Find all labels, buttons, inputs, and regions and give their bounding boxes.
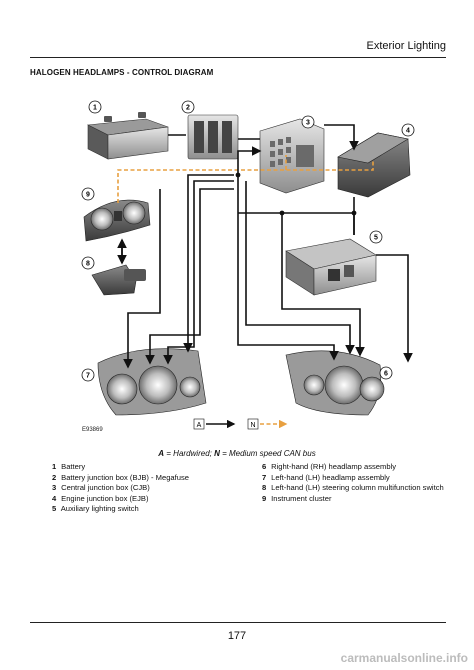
callout-7: 7 [81, 368, 95, 382]
callout-3: 3 [301, 115, 315, 129]
svg-text:7: 7 [86, 373, 90, 380]
callout-2: 2 [181, 100, 195, 114]
callout-9: 9 [81, 187, 95, 201]
can-bus-network [117, 155, 374, 203]
svg-text:N: N [250, 422, 255, 429]
legend-item: 4 Engine junction box (EJB) [52, 493, 149, 503]
legend-item: 3 Central junction box (CJB) [52, 483, 150, 492]
watermark: carmanualsonline.info [340, 651, 468, 665]
legend-right: 6 Right-hand (RH) headlamp assembly 7 Le… [262, 462, 444, 504]
legend-item: 7 Left-hand (LH) headlamp assembly [262, 472, 390, 482]
page-number: 177 [227, 630, 247, 642]
central-junction-box [259, 118, 325, 194]
instrument-cluster [83, 199, 151, 242]
legend-item: 9 Instrument cluster [262, 493, 332, 503]
callouts: 1 2 3 4 5 6 7 8 9 [81, 100, 415, 382]
control-diagram: 1 2 3 4 5 6 7 8 9 E93869 A N [81, 100, 415, 433]
svg-text:9: 9 [86, 192, 90, 199]
junction-dots [235, 172, 357, 216]
legend-item: 8 Left-hand (LH) steering column multifu… [262, 483, 444, 492]
caption-a-letter: A [158, 449, 165, 458]
legend-left: 1 Battery 2 Battery junction box (BJB) -… [52, 462, 189, 515]
page-title: HALOGEN HEADLAMPS - CONTROL DIAGRAM [30, 68, 214, 77]
battery-junction-box [187, 114, 239, 160]
rh-headlamp [285, 350, 385, 416]
auxiliary-lighting-switch [285, 238, 377, 296]
legend-item: 1 Battery [52, 462, 86, 471]
callout-5: 5 [369, 230, 383, 244]
legend-item: 5 Auxiliary lighting switch [52, 504, 139, 513]
callout-4: 4 [401, 123, 415, 137]
callout-6: 6 [379, 366, 393, 380]
figure-id: E93869 [82, 427, 103, 433]
footer-rule [30, 622, 446, 623]
svg-text:4: 4 [406, 128, 410, 135]
svg-text:2: 2 [186, 105, 190, 112]
callout-8: 8 [81, 256, 95, 270]
legend-item: 6 Right-hand (RH) headlamp assembly [262, 462, 397, 471]
svg-text:6: 6 [384, 371, 388, 378]
caption-n-letter: N [214, 449, 220, 458]
steering-column-switch [91, 264, 146, 296]
header-rule [30, 57, 446, 58]
callout-1: 1 [88, 100, 102, 114]
battery [86, 112, 169, 160]
svg-text:8: 8 [86, 261, 90, 268]
svg-text:5: 5 [374, 235, 378, 242]
line-key: A N [193, 418, 288, 430]
svg-text:A: A [197, 422, 202, 429]
diagram-caption: A = Hardwired; N = Medium speed CAN bus [0, 449, 474, 458]
legend-item: 2 Battery junction box (BJB) - Megafuse [52, 472, 190, 482]
caption-a-text: = Hardwired; [164, 449, 215, 458]
hardwired-connections [117, 124, 413, 369]
lh-headlamp [97, 348, 207, 416]
svg-text:1: 1 [93, 105, 97, 112]
svg-text:3: 3 [306, 120, 310, 127]
engine-junction-box [337, 132, 411, 198]
caption-n-text: = Medium speed CAN bus [219, 449, 316, 458]
section-header: Exterior Lighting [366, 40, 447, 52]
